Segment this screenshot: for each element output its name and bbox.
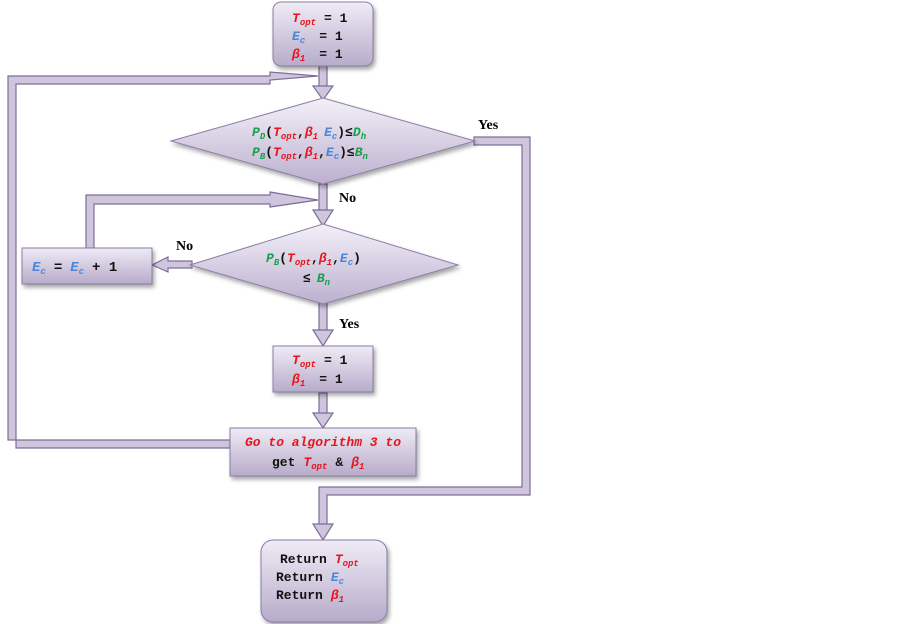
decision-1-line-2: PB(Topt,β1,Ec)≤Bn [252,145,369,162]
reset-line-1: Topt= 1 [292,353,348,370]
reset-line-2: β1= 1 [291,372,343,389]
loop-inc-pipe [85,191,319,253]
increment-text: Ec=Ec+ 1 [32,260,117,277]
start-line-3: β1= 1 [291,47,343,64]
connectors [7,65,531,542]
label-no-left: No [176,239,193,254]
label-yes-mid: Yes [339,317,360,332]
pipe-d2-to-inc [150,256,193,273]
goto-line-1: Go to algorithm 3 to [245,435,401,450]
arrowhead-end [311,523,335,542]
start-line-2: Ec= 1 [292,29,343,46]
start-box: Topt= 1 Ec= 1 β1= 1 [272,1,374,67]
label-no-top: No [339,191,356,206]
decision-2: PB(Topt,β1,Ec) ≤Bn [188,223,460,305]
arrowhead-d2 [311,209,335,228]
reset-box: Topt= 1 β1= 1 [272,345,374,393]
decision-2-line-1: PB(Topt,β1,Ec) [266,251,361,268]
arrowhead-goto [311,412,335,430]
start-line-1: Topt= 1 [292,11,348,28]
arrowhead-d1 [311,85,335,102]
decision-2-line-2: ≤Bn [303,271,331,288]
label-yes-top: Yes [478,118,499,133]
loop-left-pipe [7,71,319,449]
increment-box: Ec=Ec+ 1 [21,247,153,285]
arrowhead-reset [311,329,335,348]
